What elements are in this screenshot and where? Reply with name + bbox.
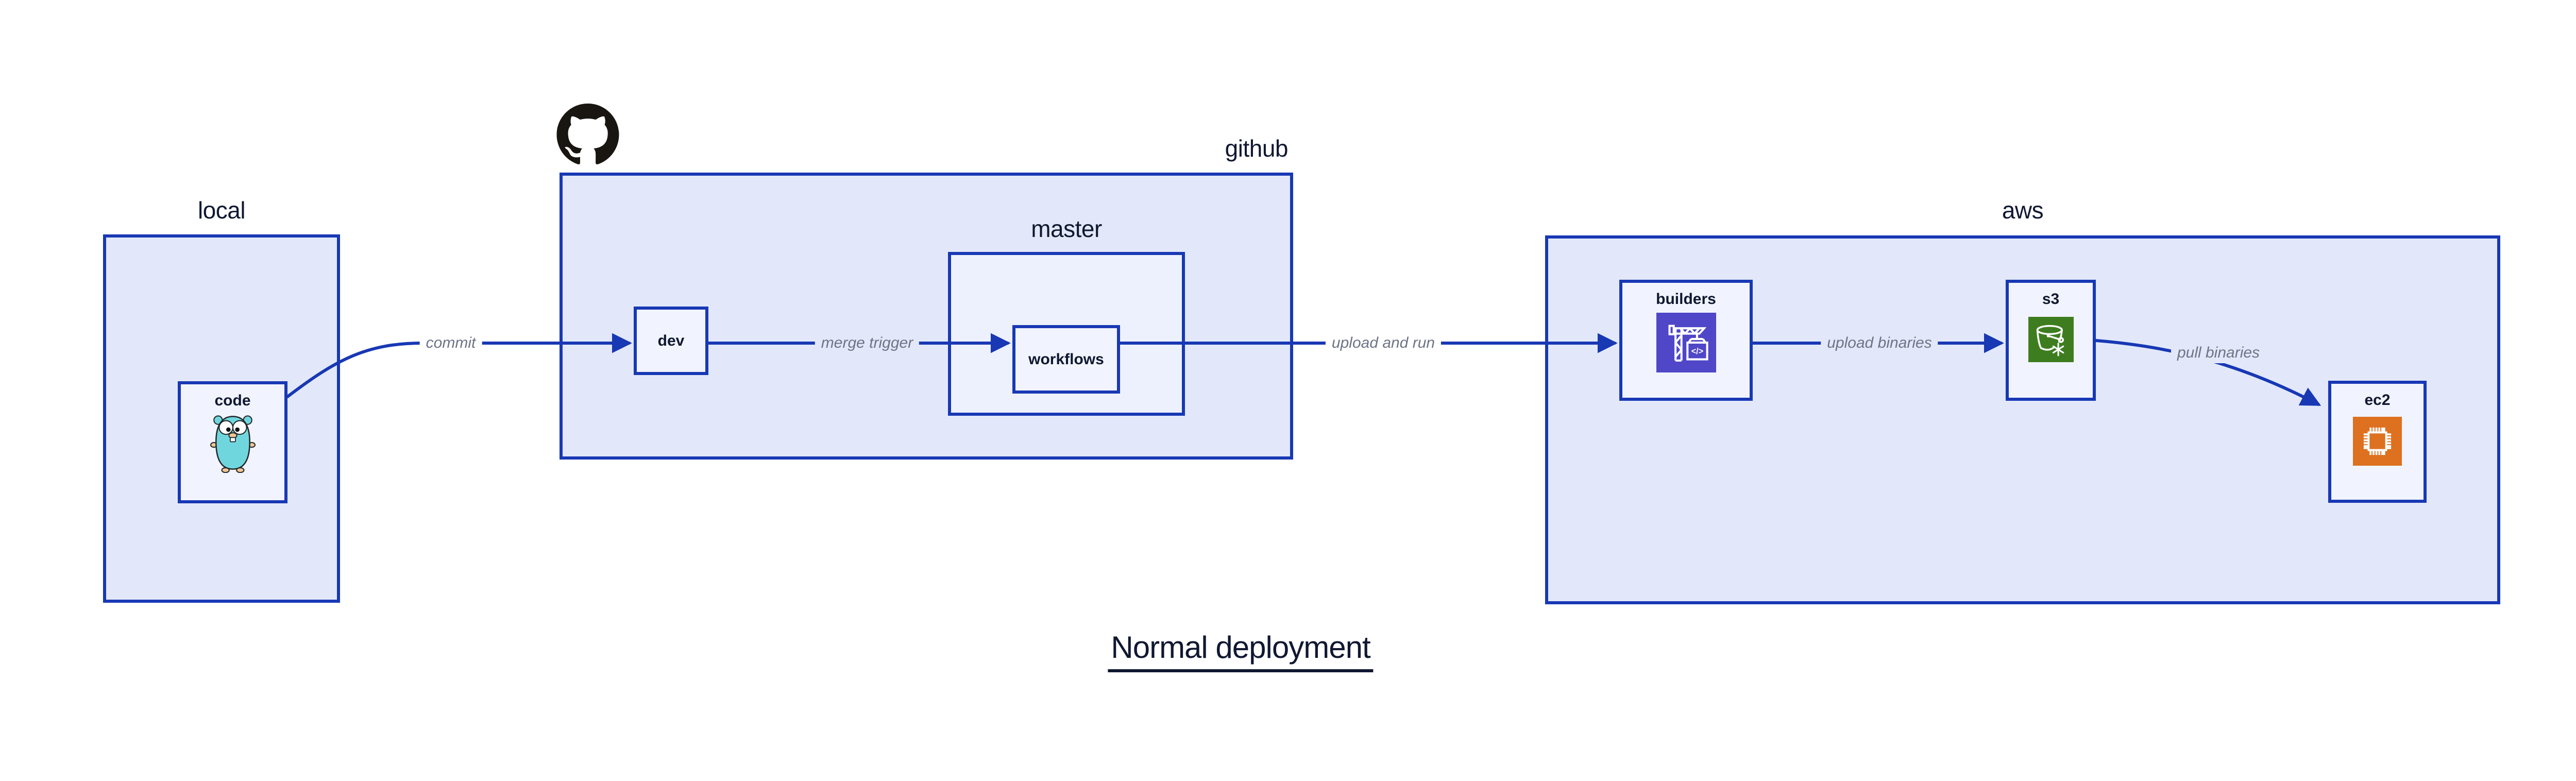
go-gopher-icon — [210, 415, 256, 473]
github-octocat-icon — [556, 104, 619, 165]
edge-label-upload-binaries: upload binaries — [1821, 333, 1938, 353]
codebuild-crane-icon: </> — [1656, 313, 1716, 372]
code-glyph-text: </> — [1691, 347, 1703, 356]
page-title: Normal deployment — [1108, 630, 1374, 672]
node-dev: dev — [634, 307, 708, 375]
node-builders: builders </> — [1619, 280, 1753, 401]
node-workflows: workflows — [1012, 325, 1120, 394]
node-label-builders: builders — [1656, 291, 1716, 308]
node-s3: s3 — [2006, 280, 2096, 401]
edge-label-upload-and-run: upload and run — [1325, 333, 1442, 353]
node-ec2: ec2 — [2328, 381, 2427, 503]
node-label-ec2: ec2 — [2364, 392, 2391, 409]
node-label-code: code — [214, 392, 251, 409]
group-label-local: local — [197, 197, 246, 224]
group-label-master: master — [1031, 215, 1102, 242]
s3-glacier-bucket-icon — [2028, 317, 2074, 362]
group-label-aws: aws — [2002, 197, 2044, 224]
group-label-github: github — [1225, 135, 1289, 162]
node-label-workflows: workflows — [1028, 350, 1104, 368]
node-code: code — [178, 381, 287, 503]
node-label-dev: dev — [657, 332, 685, 349]
edge-commit — [286, 333, 632, 398]
edge-label-pull-binaries: pull binaries — [2171, 343, 2266, 363]
ec2-chip-icon — [2353, 417, 2402, 466]
node-label-s3: s3 — [2042, 291, 2060, 308]
edge-label-merge-trigger: merge trigger — [815, 333, 920, 353]
edge-label-commit: commit — [419, 333, 482, 353]
